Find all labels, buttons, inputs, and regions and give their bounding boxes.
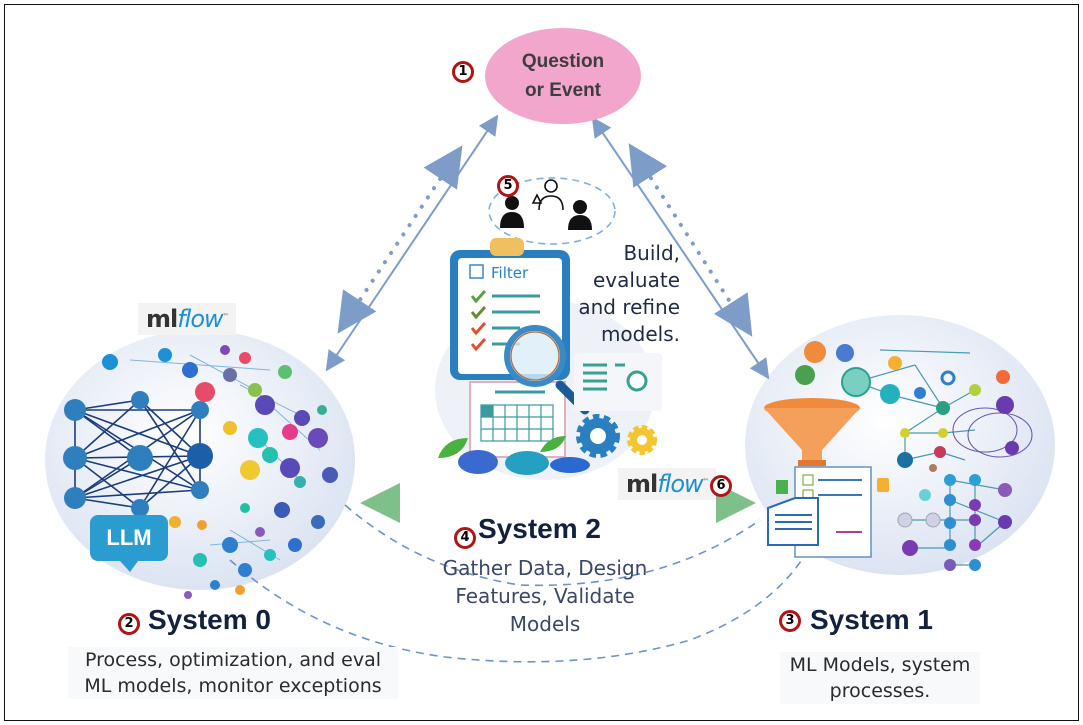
llm-bubble — [90, 515, 168, 572]
desc-line: Models — [509, 612, 581, 636]
step-badge-6: 6 — [710, 475, 732, 497]
doctor-icon — [500, 196, 524, 228]
mlflow-logo-system2: mlflow™ — [618, 468, 716, 500]
system0-title: System 0 — [148, 604, 271, 635]
system1-title: System 1 — [810, 604, 933, 635]
clipboard-filter-label: Filter — [491, 264, 529, 282]
step-badge-4: 4 — [454, 527, 476, 549]
mlflow-logo-system0: mlflow™ — [138, 303, 236, 335]
neural-nodes — [63, 391, 213, 517]
caption-line: models. — [600, 322, 680, 346]
system1-description: ML Models, system processes. — [780, 652, 980, 704]
system2-description: Gather Data, Design Features, Validate M… — [420, 554, 670, 638]
step-badge-1: 1 — [452, 61, 474, 83]
dotted-arrow-right — [628, 143, 753, 337]
question-line2: or Event — [524, 80, 602, 101]
funnel-icon — [764, 398, 860, 466]
build-evaluate-caption: Build, evaluate and refine models. — [570, 240, 680, 348]
leaves-decoration — [438, 436, 590, 475]
gears-icon — [576, 414, 657, 458]
question-line1: Question — [521, 51, 605, 72]
step-badge-3: 3 — [779, 610, 801, 632]
dotted-arrow-left — [337, 145, 463, 334]
mlflow-ml: ml — [146, 305, 178, 333]
analyst-icon — [568, 200, 592, 230]
llm-label: LLM — [106, 525, 152, 550]
system2-title: System 2 — [478, 513, 601, 544]
desc-line: Gather Data, Design — [442, 556, 648, 580]
step-badge-5: 5 — [497, 175, 519, 197]
team-ellipse — [488, 177, 616, 245]
mlflow-ml: ml — [626, 470, 658, 498]
mlflow-tm: ™ — [702, 478, 709, 485]
desc-line: processes. — [829, 680, 931, 702]
colorful-node-cluster — [102, 345, 338, 599]
system1-network — [776, 341, 1033, 571]
documents-icon — [767, 466, 872, 558]
mlflow-flow: flow — [177, 305, 223, 333]
question-or-event-node: Question or Event — [485, 28, 641, 124]
scientist-icon — [531, 179, 564, 211]
desc-line: ML models, monitor exceptions — [84, 675, 382, 697]
caption-line: evaluate — [592, 268, 680, 292]
system0-description: Process, optimization, and eval ML model… — [68, 647, 398, 699]
report-panel — [574, 353, 662, 411]
step-badge-2: 2 — [118, 613, 140, 635]
dashed-arc-outer — [229, 554, 806, 663]
caption-line: Build, — [623, 241, 680, 265]
desc-line: Features, Validate — [455, 584, 635, 608]
mlflow-flow: flow — [657, 470, 703, 498]
desc-line: ML Models, system — [789, 654, 971, 676]
desc-line: Process, optimization, and eval — [84, 649, 382, 671]
mlflow-tm: ™ — [222, 313, 229, 320]
caption-line: and refine — [578, 295, 680, 319]
